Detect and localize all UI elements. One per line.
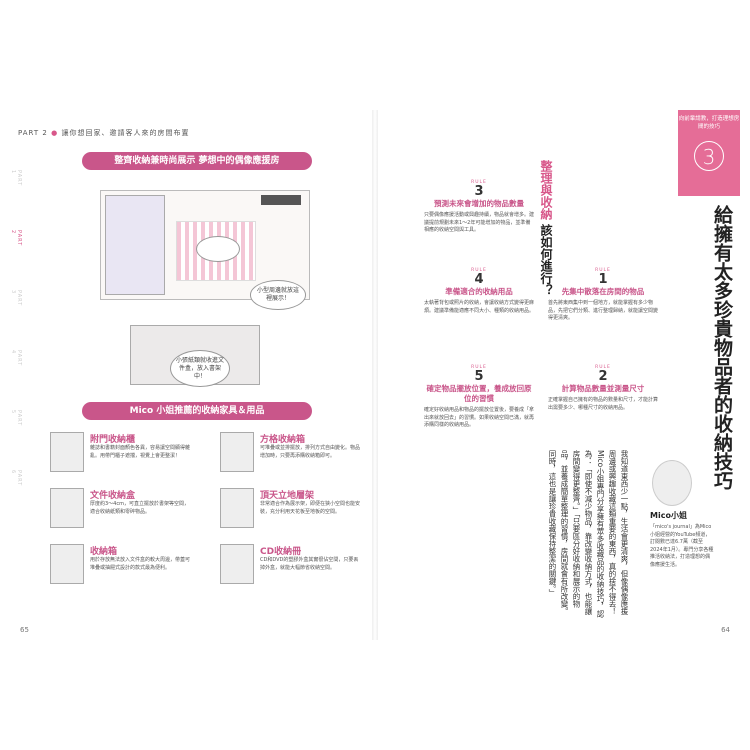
rule-number: 1 <box>598 272 608 287</box>
tv-illustration <box>261 195 301 205</box>
page-number-left: 65 <box>20 626 29 634</box>
file-box-image <box>50 488 84 528</box>
table-illustration <box>196 236 240 262</box>
rule-desc: 正確掌握自己擁有的物品的數量和尺寸，才能計算出需要多少、哪種尺寸的收納用品。 <box>548 397 659 411</box>
product-cube-box: 方格收納箱 可堆疊或並排擺放，排列方式自由變化。物品增加時，只要再添購收納箱即可… <box>220 432 360 480</box>
product-cd-binder: CD收納冊 CD和DVD的塑膠外盒其實很佔空間，只要丟掉外盒，就能大幅節省收納空… <box>220 544 360 592</box>
product-storage-box: 收納箱 用於存放無法放入文件盒的較大周邊，帶蓋可堆疊或抽屜式設計的款式最為便利。 <box>50 544 190 592</box>
product-title: CD收納冊 <box>260 547 302 557</box>
bed-illustration <box>105 195 165 295</box>
product-cabinet: 附門收納櫃 雜誌和書籍封面顏色各異，容易讓空間顯得雜亂。用帶門櫃子遮擋，視覺上會… <box>50 432 190 480</box>
storage-box-image <box>50 544 84 584</box>
mico-desc: 「mico's journal」為Mico小姐經營的YouTube頻道，訂閱數已… <box>650 524 714 568</box>
part-label: PART 2 <box>18 129 48 137</box>
rule-5: RULE 5 確定物品擺放位置，養成放回原位的習慣 確定好收納用品和物品的擺放位… <box>424 365 534 430</box>
rule-1: RULE 1 先集中散落在房間的物品 首先將東西集中到一個地方，就能掌握有多少物… <box>548 268 658 323</box>
rule-label: RULE <box>471 180 487 185</box>
product-title: 頂天立地層架 <box>260 491 315 501</box>
cube-box-image <box>220 432 254 472</box>
body-text: 我知道東西少一點，生活會更清爽，但像偶像應援周邊或興趣收藏這類重要的東西，真的捨… <box>548 450 629 618</box>
banner-bottom: Mico 小姐推薦的收納家具＆用品 <box>82 402 312 420</box>
side-tab-3: PART 3 <box>10 290 22 307</box>
rule-desc: 確定好收納用品和物品的擺放位置後，要養成「拿出來就放回去」的習慣。如果收納空間已… <box>424 407 535 428</box>
rule-desc: 只要偶像應援活動或興趣持續，物品就會增多。建議提前規劃未來1～2年可能增加的物品… <box>424 212 535 233</box>
rule-label: RULE <box>471 268 487 273</box>
header-bullet: ● <box>51 129 59 137</box>
rule-2: RULE 2 計算物品數量並測量尺寸 正確掌握自己擁有的物品的數量和尺寸，才能計… <box>548 365 658 412</box>
rug-illustration <box>176 221 256 281</box>
rule-number: 2 <box>598 369 608 384</box>
section-badge-text: 向前輩請教，打造理想房間的技巧 <box>678 116 740 130</box>
product-desc: 非常適合作為展示架，即便在狹小空間也能安裝，充分利用天花板至地板的空間。 <box>260 501 361 515</box>
room-illustration <box>100 190 310 300</box>
product-desc: 厚度約3～4cm，可直立擺放於書架等空間，適合收納紙類和零碎物品。 <box>90 501 189 515</box>
product-desc: 用於存放無法放入文件盒的較大周邊，帶蓋可堆疊或抽屜式設計的款式最為便利。 <box>90 557 191 571</box>
product-desc: CD和DVD的塑膠外盒其實很佔空間，只要丟掉外盒，就能大幅節省收納空間。 <box>260 557 359 571</box>
rule-title: 先集中散落在房間的物品 <box>561 287 645 296</box>
sub-title-pink: 整理與收納 <box>539 160 553 220</box>
side-tab-6: PART 6 <box>10 470 22 487</box>
rule-desc: 太執著背包或照片的收納，會讓收納方式變得更麻煩。建議準備能適應不同大小、種類的收… <box>424 300 535 314</box>
product-file-box: 文件收納盒 厚度約3～4cm，可直立擺放於書架等空間，適合收納紙類和零碎物品。 <box>50 488 190 536</box>
rule-title: 預測未來會增加的物品數量 <box>434 199 524 208</box>
rule-desc: 首先將東西集中到一個地方，就能掌握有多少物品，先把它們分類、進行整理歸納，就能讓… <box>548 300 659 321</box>
product-desc: 雜誌和書籍封面顏色各異，容易讓空間顯得雜亂。用帶門櫃子遮擋，視覺上會更整潔！ <box>90 445 191 459</box>
rule-number: 3 <box>474 184 484 199</box>
right-page: 向前輩請教，打造理想房間的技巧 3 給擁有太多珍貴物品者的收納技巧 整理與收納 … <box>380 110 740 640</box>
sub-title-dark: 該如何進行？ <box>539 224 553 297</box>
rule-4: RULE 4 準備適合的收納用品 太執著背包或照片的收納，會讓收納方式變得更麻煩… <box>424 268 534 315</box>
cd-binder-image <box>220 544 254 584</box>
avatar <box>652 460 692 506</box>
product-title: 文件收納盒 <box>90 491 136 501</box>
banner-top: 整齊收納兼時尚展示 夢想中的偶像應援房 <box>82 152 312 170</box>
rule-label: RULE <box>595 365 611 370</box>
left-page: PART 2 ● 讓你想回家、邀請客人來的房間布置 PART 1 PART 2 … <box>10 110 370 640</box>
product-title: 方格收納箱 <box>260 435 306 445</box>
rule-label: RULE <box>471 365 487 370</box>
product-title: 收納箱 <box>90 547 118 557</box>
rule-number: 5 <box>474 369 484 384</box>
callout-file-box: 小張紙類就收進文件盒，放入書架中！ <box>170 350 230 388</box>
header-title: 讓你想回家、邀請客人來的房間布置 <box>61 129 190 137</box>
rule-3: RULE 3 預測未來會增加的物品數量 只要偶像應援活動或興趣持續，物品就會增多… <box>424 180 534 235</box>
side-tab-2: PART 2 <box>10 230 22 247</box>
gutter <box>372 110 378 640</box>
cabinet-image <box>50 432 84 472</box>
rule-number: 4 <box>474 272 484 287</box>
book-spread: PART 2 ● 讓你想回家、邀請客人來的房間布置 PART 1 PART 2 … <box>0 110 750 640</box>
side-tab-5: PART 5 <box>10 410 22 427</box>
page-number-right: 64 <box>721 626 730 634</box>
side-tab-4: PART 4 <box>10 350 22 367</box>
product-tension-shelf: 頂天立地層架 非常適合作為展示架，即便在狹小空間也能安裝，充分利用天花板至地板的… <box>220 488 360 536</box>
section-badge: 向前輩請教，打造理想房間的技巧 3 <box>678 110 740 196</box>
main-title: 給擁有太多珍貴物品者的收納技巧 <box>711 205 733 490</box>
rule-title: 計算物品數量並測量尺寸 <box>561 384 645 393</box>
product-desc: 可堆疊或並排擺放，排列方式自由變化。物品增加時，只要再添購收納箱即可。 <box>260 445 361 459</box>
sub-title: 整理與收納 該如何進行？ <box>538 160 553 296</box>
mico-name: Mico小姐 <box>650 511 687 520</box>
page-header: PART 2 ● 讓你想回家、邀請客人來的房間布置 <box>18 128 189 138</box>
product-title: 附門收納櫃 <box>90 435 136 445</box>
rule-title: 準備適合的收納用品 <box>445 287 513 296</box>
tension-shelf-image <box>220 488 254 528</box>
rule-label: RULE <box>595 268 611 273</box>
side-tab-1: PART 1 <box>10 170 22 187</box>
callout-display: 小型周邊就放這裡展示！ <box>250 280 306 310</box>
section-number: 3 <box>694 141 724 172</box>
rule-title: 確定物品擺放位置，養成放回原位的習慣 <box>426 384 532 403</box>
